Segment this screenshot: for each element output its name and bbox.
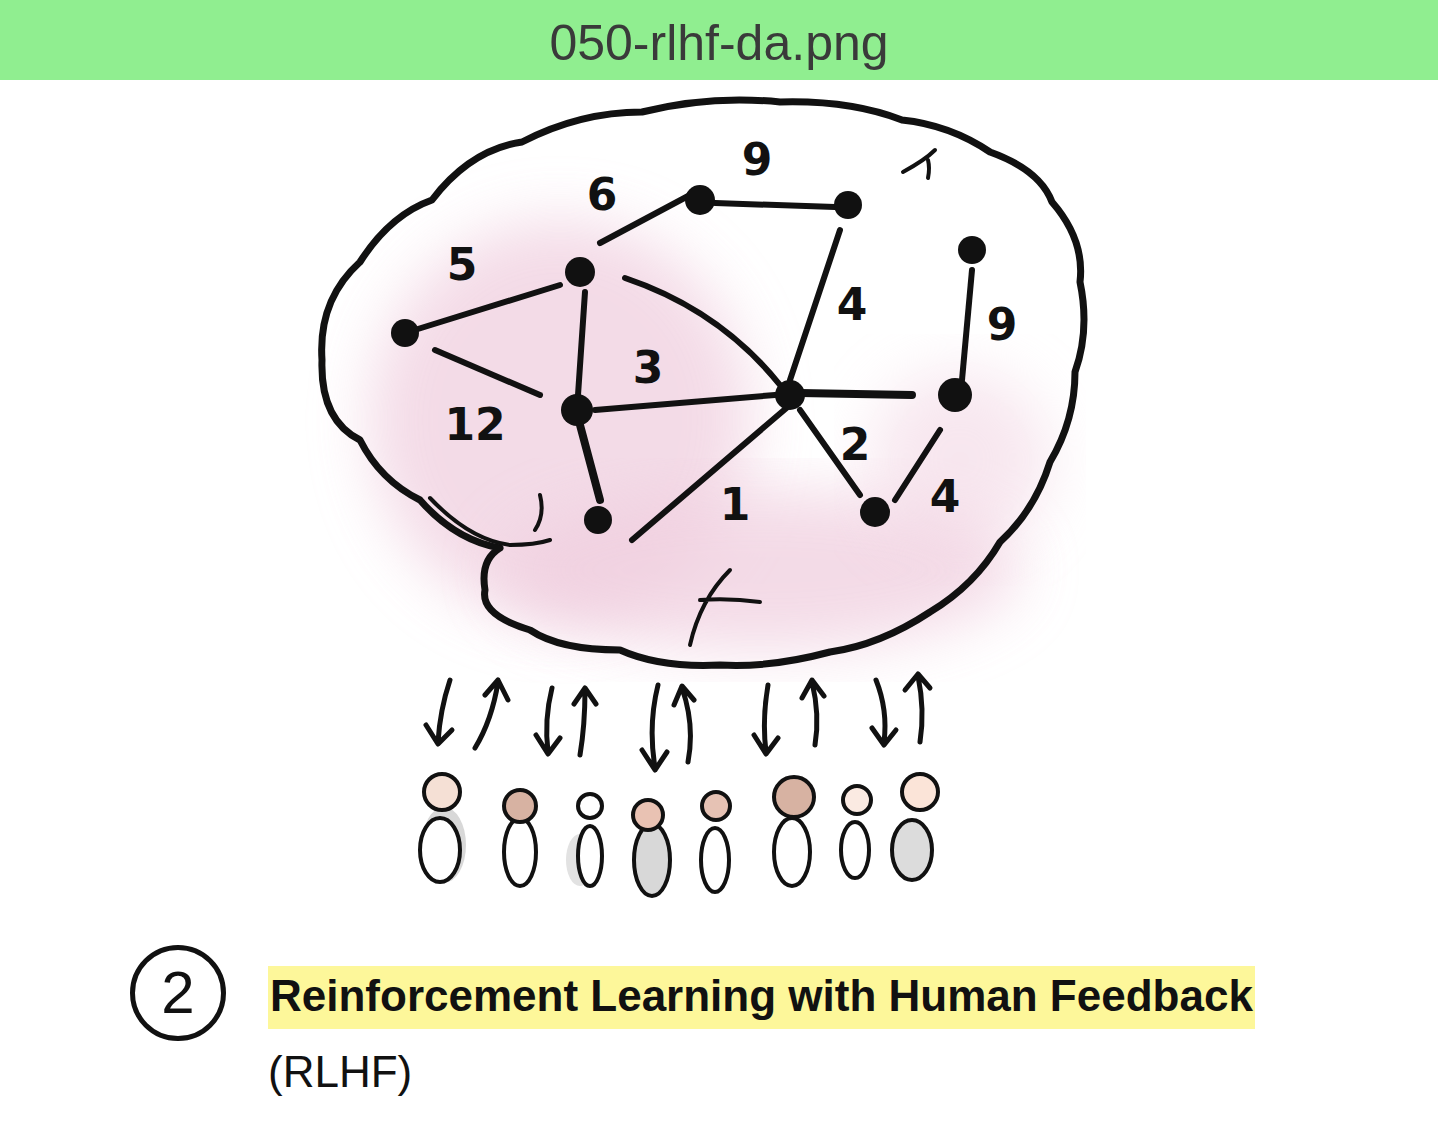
person-head [424,774,460,810]
graph-dot [938,378,972,412]
graph-dot [561,394,593,426]
down-arrow [754,685,778,754]
brain-wrinkles [430,150,935,645]
edge-weight: 3 [633,346,664,390]
person [504,790,536,886]
graph-dot [958,236,986,264]
graph-dot [685,185,715,215]
graph-dot [775,380,805,410]
up-arrow [674,686,694,762]
up-arrow [574,688,596,755]
wrinkle [690,570,760,645]
person-body [420,818,460,882]
graph-link [632,405,790,540]
graph-link [595,395,775,410]
graph-link [580,425,600,500]
graph-dots [391,185,986,534]
person-head [843,786,871,814]
up-arrow [802,680,824,745]
wrinkle [430,495,550,545]
feedback-arrows [426,674,930,770]
person-head [633,800,663,830]
person-body [634,824,670,896]
down-arrow [872,680,896,745]
graph-links [405,195,972,540]
graph-link [790,230,840,380]
down-arrow [642,685,667,770]
person [633,800,670,896]
person [892,774,938,880]
person-body [504,818,536,886]
graph-link [800,393,912,395]
person-head [504,790,536,822]
down-arrow [536,688,560,754]
up-arrow [905,674,930,742]
edge-weight: 4 [837,283,868,327]
up-arrow [475,680,508,748]
graph-link [578,292,585,395]
brain-shading [370,220,1050,650]
person [566,794,602,886]
person [420,774,466,883]
graph-link [435,350,540,395]
down-arrow [426,680,452,744]
graph-dot [565,257,595,287]
human-figures [420,774,938,896]
graph-dot [584,506,612,534]
person-body [701,828,729,892]
graph-dot [860,497,890,527]
person-head [774,777,814,817]
file-title: 050-rlhf-da.png [0,0,1438,80]
person-body [892,820,932,880]
graph-link [715,203,835,207]
edge-weight: 9 [742,138,773,182]
wrinkle [903,150,935,178]
brain-outline [322,100,1084,666]
person-body [578,826,602,886]
edge-weight: 6 [587,173,618,217]
edge-weight: 9 [987,303,1018,347]
graph-dot [391,319,419,347]
edge-weight: 2 [840,423,871,467]
graph-link [405,285,560,333]
person-head [702,792,730,820]
person-head [902,774,938,810]
person [841,786,871,878]
graph-link [962,270,972,380]
edge-weight: 5 [447,243,478,287]
step-number: 2 [161,963,194,1023]
graph-dot [834,191,862,219]
edge-weight: 12 [444,403,505,447]
person-body [774,818,810,886]
edge-weight: 4 [930,475,961,519]
abbreviation: (RLHF) [268,1048,412,1096]
step-circle: 2 [130,945,226,1041]
person [701,792,730,892]
caption: Reinforcement Learning with Human Feedba… [268,966,1255,1029]
edge-weight: 1 [720,483,751,527]
person-head [578,794,602,818]
person-body [841,822,869,878]
person [774,777,814,886]
